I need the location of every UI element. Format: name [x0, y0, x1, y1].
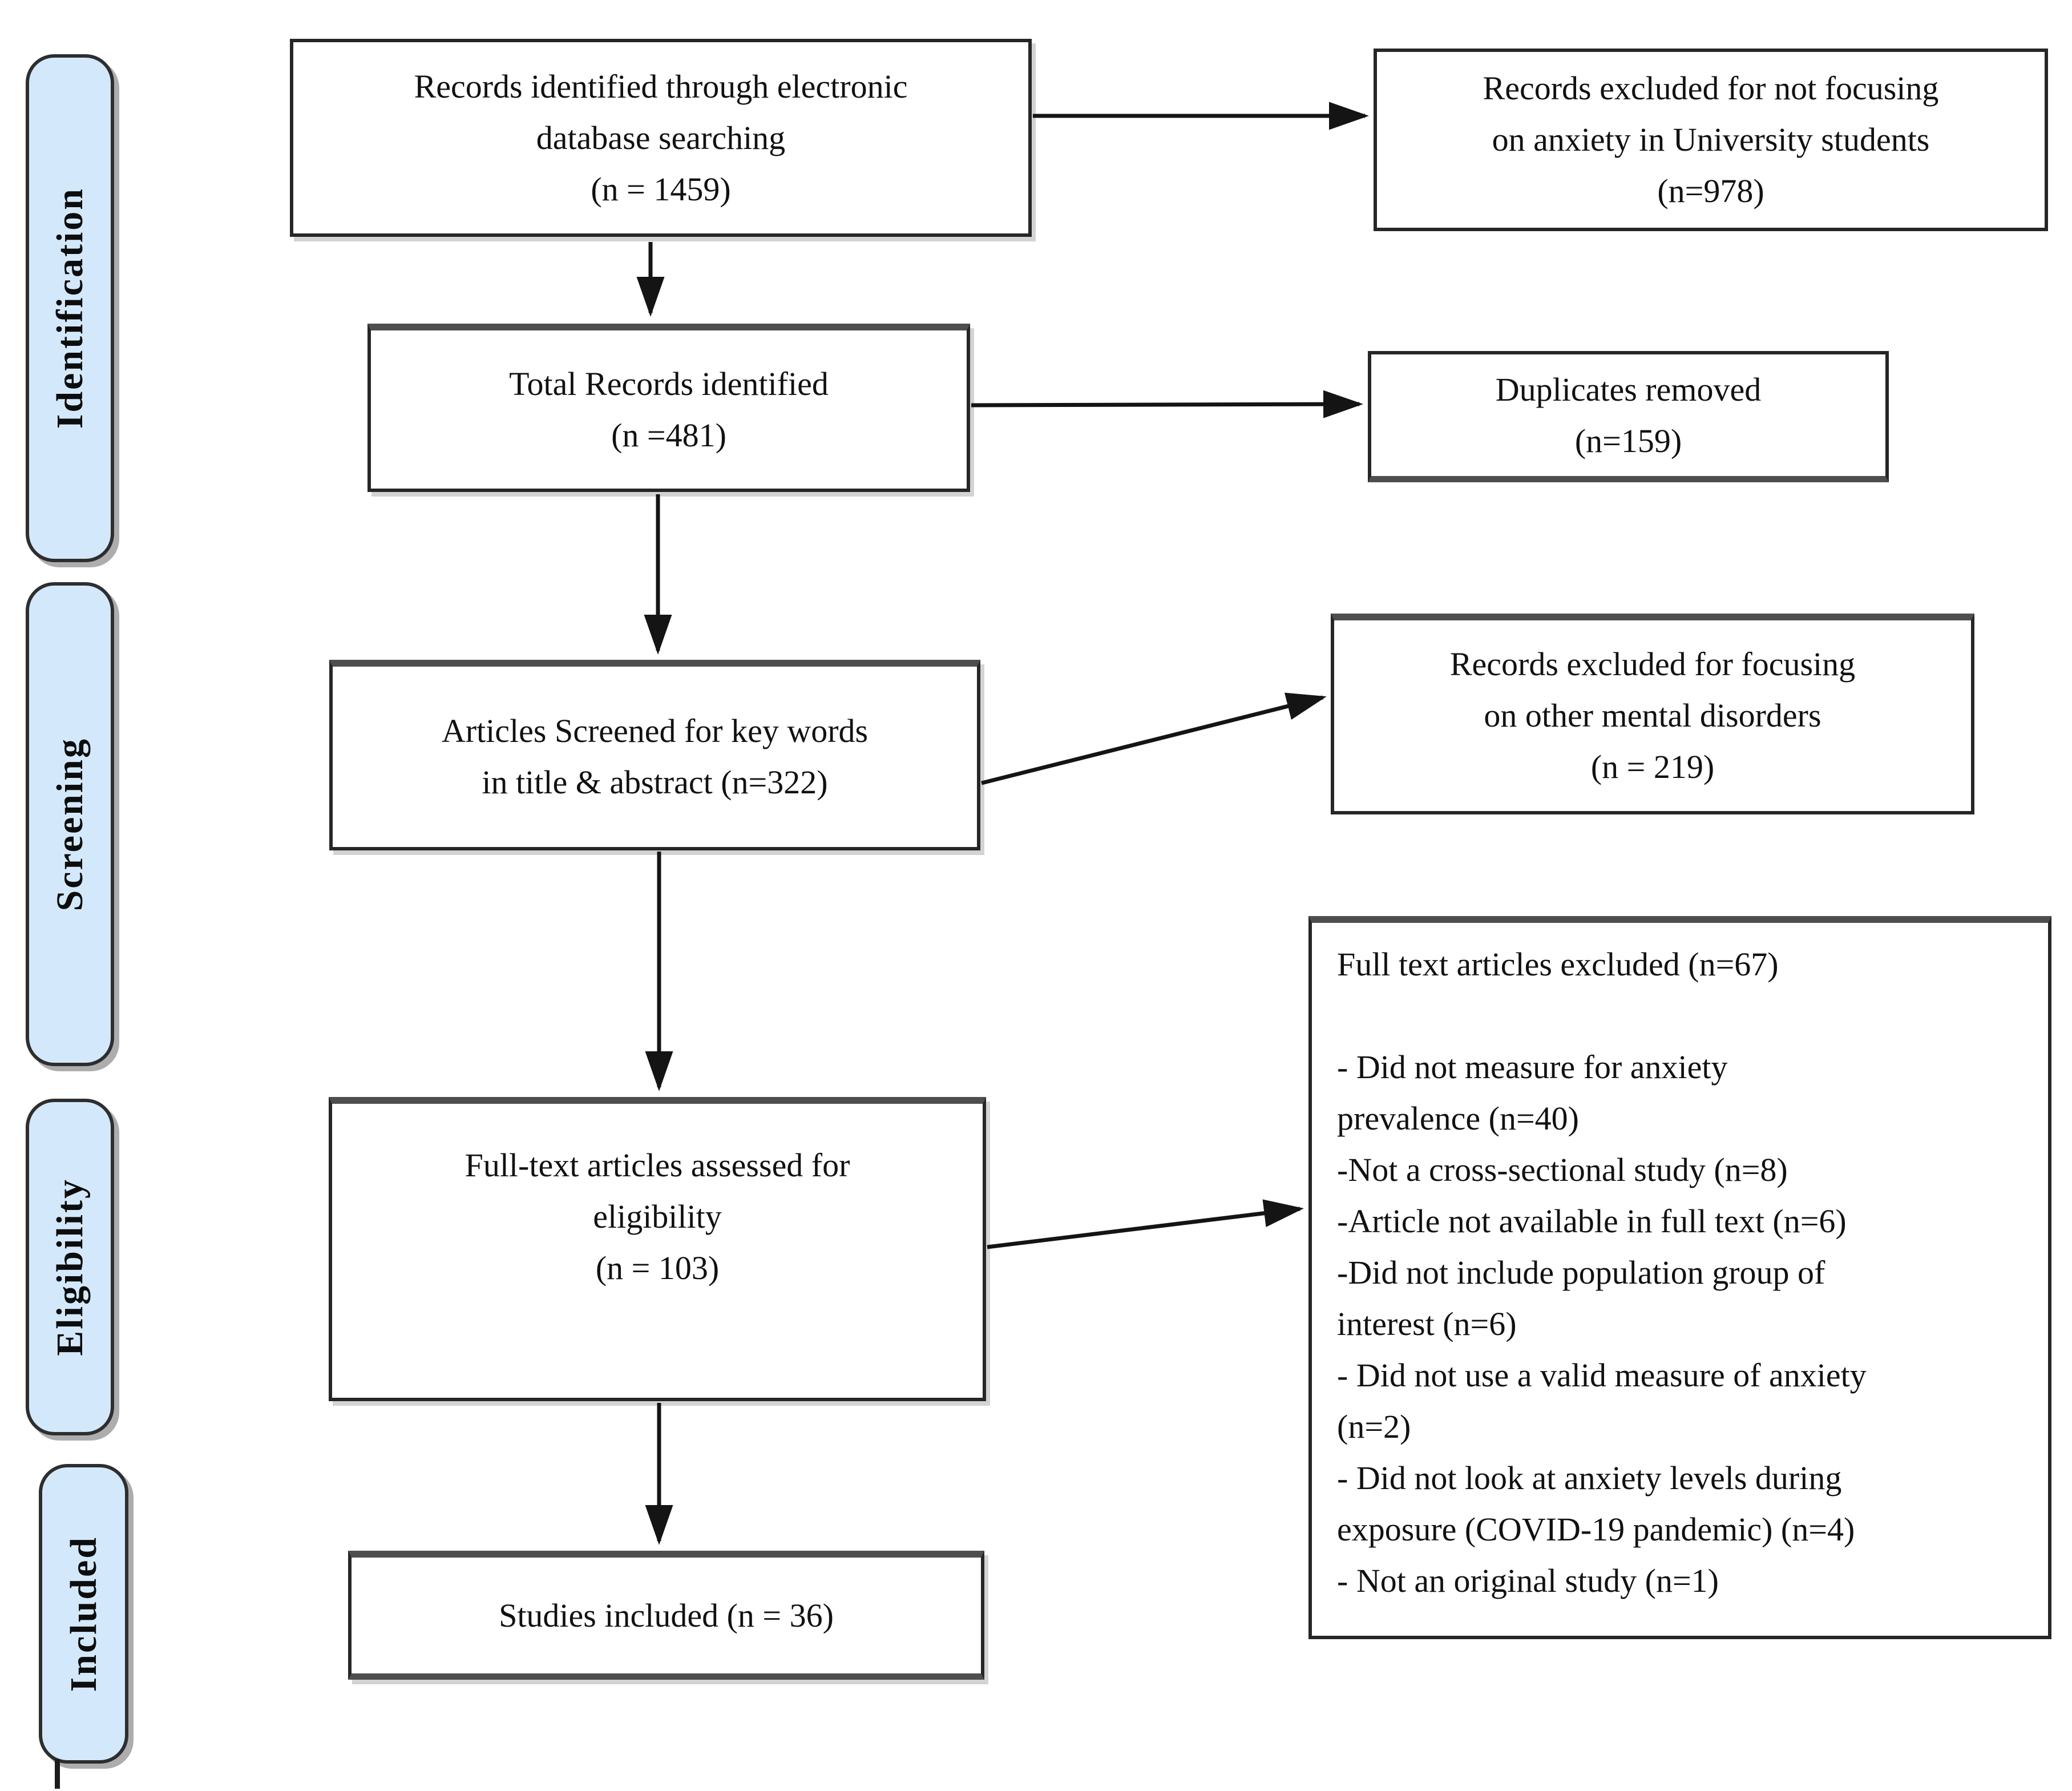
flow-box-total-records: Total Records identified (n =481) — [367, 324, 970, 492]
arrow-right-screened-to-excluded-icon — [981, 692, 1327, 785]
flow-box-studies-included: Studies included (n = 36) — [348, 1551, 984, 1680]
stray-mark — [55, 1759, 60, 1789]
flow-box-articles-screened: Articles Screened for key words in title… — [329, 660, 980, 850]
arrow-right-fulltext-to-excluded-icon — [987, 1199, 1304, 1249]
flow-box-records-identified: Records identified through electronic da… — [290, 39, 1032, 237]
stage-eligibility: Eligibility — [26, 1099, 114, 1435]
stage-included: Included — [39, 1464, 128, 1764]
flow-box-full-text-excluded: Full text articles excluded (n=67) - Did… — [1308, 916, 2051, 1639]
arrow-right-total-to-duplicates-icon — [971, 390, 1363, 418]
flow-box-excluded-not-focusing: Records excluded for not focusing on anx… — [1374, 49, 2048, 231]
flow-box-duplicates-removed: Duplicates removed (n=159) — [1368, 351, 1889, 482]
flow-box-excluded-other-disorders: Records excluded for focusing on other m… — [1331, 614, 1974, 814]
flow-box-full-text-assessed: Full-text articles assessed for eligibil… — [329, 1097, 986, 1401]
stage-screening: Screening — [26, 582, 114, 1066]
stage-identification: Identification — [26, 54, 114, 562]
